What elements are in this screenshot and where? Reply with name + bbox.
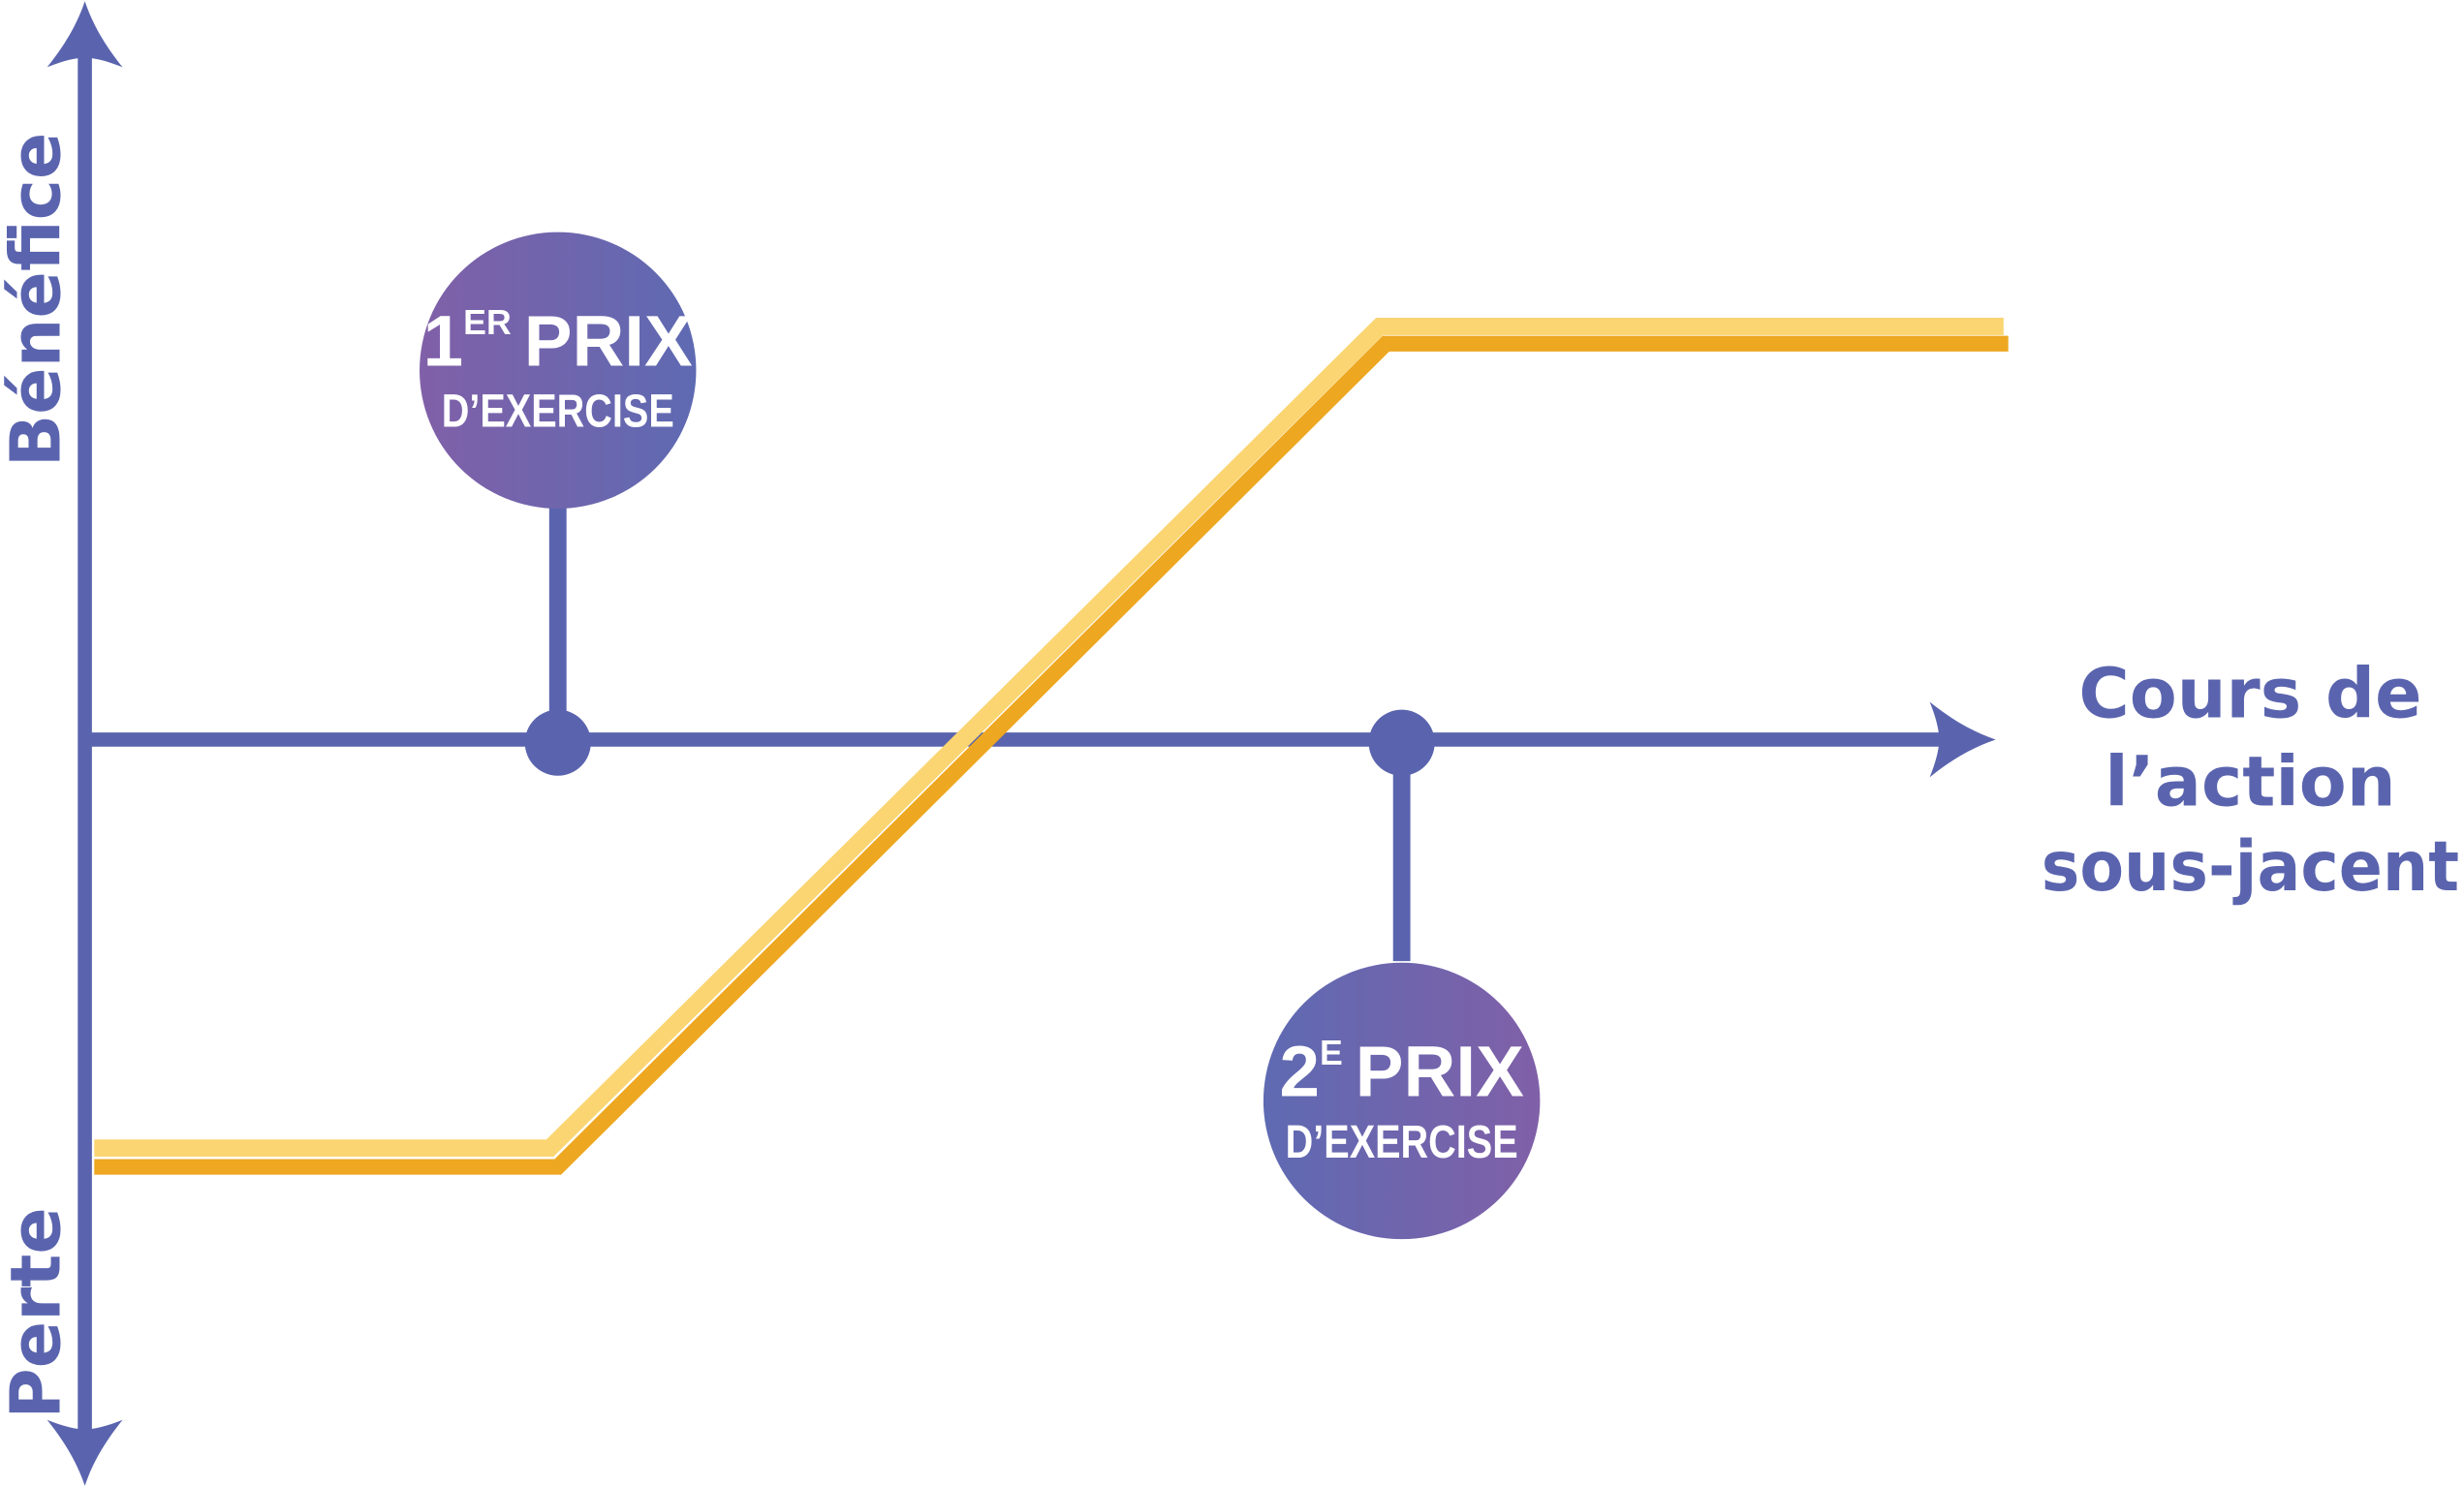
strike-2-badge — [1263, 962, 1541, 1240]
payoff-line-light — [94, 317, 2004, 1158]
strike-2-superscript: E — [1320, 1034, 1343, 1072]
arrow-down-icon — [47, 1419, 123, 1486]
strike-1-dot — [524, 709, 591, 776]
arrow-right-icon — [1929, 701, 1996, 778]
strike-2-number: 2 — [1279, 1031, 1320, 1112]
strike-1-number: 1 — [423, 299, 464, 381]
x-axis-label: Cours de l’action sous-jacent — [2042, 654, 2459, 907]
strike-1-word: PRIX — [524, 299, 693, 381]
strike-2-line2: D’EXERCISE — [1286, 1116, 1518, 1168]
strike-1-line2: D’EXERCISE — [442, 386, 674, 438]
x-axis — [91, 701, 1996, 778]
y-axis — [47, 1, 123, 1486]
strike-2-word: PRIX — [1356, 1031, 1524, 1112]
y-positive-label: Bénéfice — [0, 133, 77, 468]
strike-2-marker: 2E PRIX D’EXERCISE — [1263, 709, 1541, 1240]
x-label-line-3: sous-jacent — [2042, 826, 2459, 907]
strike-1-badge — [420, 232, 697, 510]
arrow-up-icon — [47, 1, 123, 68]
x-label-line-2: l’action — [2105, 742, 2395, 822]
strike-1-superscript: ER — [463, 303, 512, 342]
strike-1-marker: 1ER PRIX D’EXERCISE — [420, 232, 697, 776]
payoff-line-dark — [94, 335, 2009, 1175]
x-label-line-1: Cours de — [2078, 654, 2421, 734]
y-negative-label: Perte — [0, 1207, 77, 1418]
strike-2-dot — [1368, 709, 1435, 776]
